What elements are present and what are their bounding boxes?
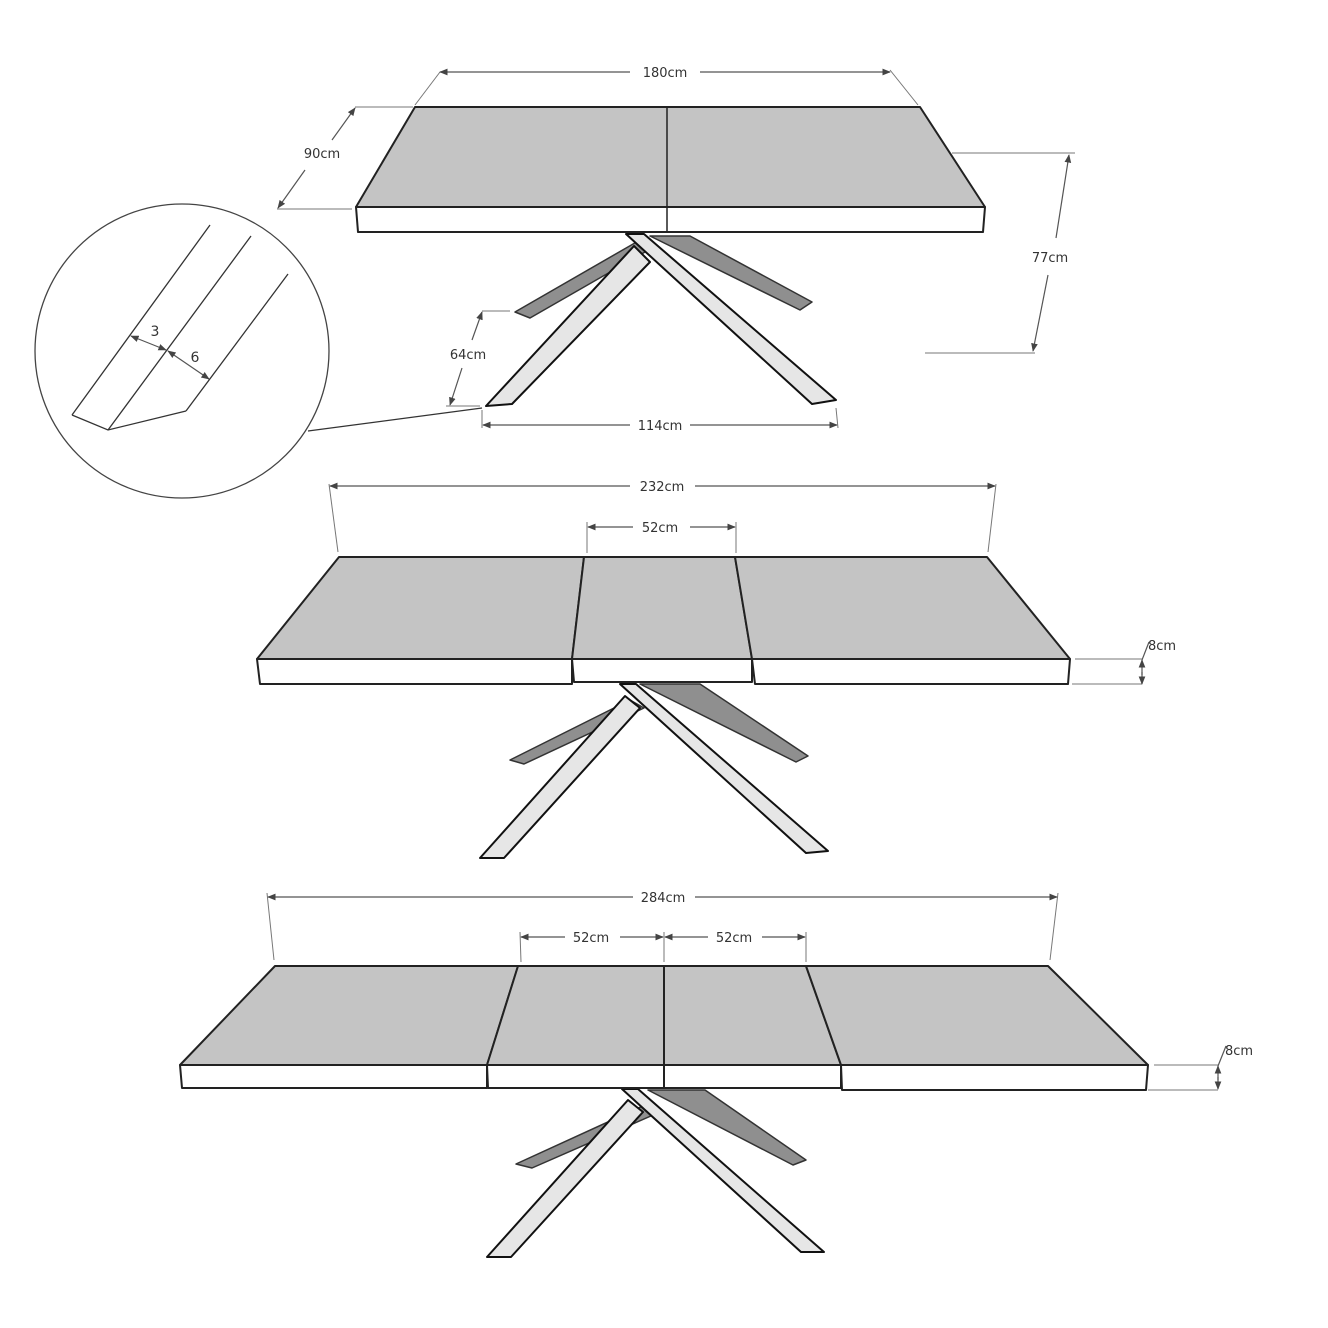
closed-length-label: 180cm: [643, 66, 688, 81]
leg-profile-dim-a: 3: [151, 324, 160, 340]
edge-extension-right: [663, 1064, 842, 1089]
dimension-leg-height: 64cm: [446, 310, 510, 407]
edge-right: [840, 1064, 1149, 1091]
extended-one-length-label: 232cm: [640, 480, 685, 495]
tabletop-surface: [355, 106, 986, 208]
dimension-extended-two-length: 284cm: [266, 891, 1059, 961]
dimension-extension-leaf-left: 52cm: [519, 931, 665, 963]
extended-two-length-label: 284cm: [641, 891, 686, 906]
dimension-extension-leaf-right: 52cm: [664, 931, 807, 962]
extension-leaf-left: [486, 965, 665, 1066]
table-closed: [355, 106, 986, 407]
leg-front-right: [625, 233, 837, 405]
dimension-extended-one-length: 232cm: [328, 480, 997, 553]
leg-front-left: [479, 695, 641, 859]
dimension-extended-two-thickness: 8cm: [1148, 1044, 1253, 1091]
extended-one-thickness-label: 8cm: [1148, 639, 1176, 654]
extension-leaf: [571, 556, 753, 660]
dimension-leg-span: 114cm: [481, 407, 839, 434]
leg-profile-dim-b: 6: [191, 350, 200, 366]
dimension-closed-height: 77cm: [925, 152, 1075, 354]
edge-right: [751, 658, 1071, 685]
dimension-closed-depth: 90cm: [277, 106, 413, 210]
edge-left: [256, 658, 573, 685]
leg-back-right: [649, 235, 813, 311]
tabletop-edge: [355, 206, 986, 233]
leg-front-right: [619, 683, 829, 854]
closed-height-label: 77cm: [1032, 251, 1068, 266]
edge-extension: [571, 658, 753, 683]
edge-left: [179, 1064, 488, 1089]
leaf-left: [179, 965, 519, 1066]
leg-span-label: 114cm: [638, 419, 683, 434]
extension-leaf-label: 52cm: [642, 521, 678, 536]
leg-back-right: [647, 1089, 807, 1166]
dimension-extended-one-thickness: 8cm: [1072, 639, 1176, 685]
extended-two-thickness-label: 8cm: [1225, 1044, 1253, 1059]
leaf-right: [805, 965, 1149, 1066]
leg-front-left: [486, 1099, 644, 1258]
leaf-right: [734, 556, 1071, 660]
leg-front-left: [485, 245, 651, 407]
extension-leaf-left-label: 52cm: [573, 931, 609, 946]
edge-extension-left: [486, 1064, 665, 1089]
leaf-left: [256, 556, 585, 660]
dimension-closed-length: 180cm: [414, 66, 919, 106]
closed-depth-label: 90cm: [304, 147, 340, 162]
dimension-extension-leaf: 52cm: [586, 521, 737, 553]
leg-profile-detail-callout: 3 6: [34, 203, 483, 499]
table-extended-two: [179, 965, 1149, 1258]
leg-back-right: [639, 683, 809, 763]
extension-leaf-right-label: 52cm: [716, 931, 752, 946]
leg-height-label: 64cm: [450, 348, 486, 363]
table-extended-one: [256, 556, 1071, 859]
